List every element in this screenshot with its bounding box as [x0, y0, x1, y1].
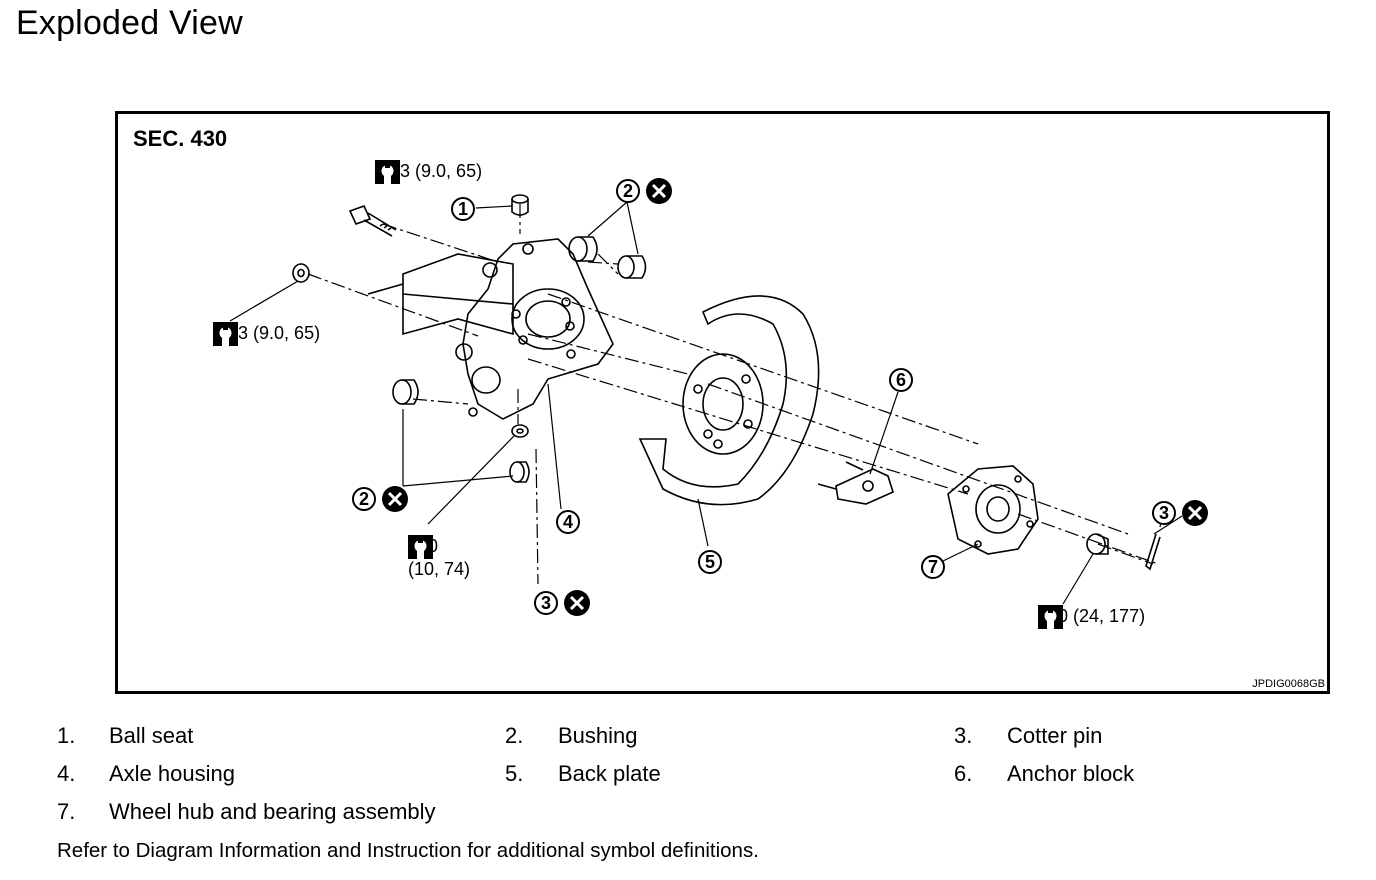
- legend-number: 6.: [954, 761, 973, 786]
- do-not-reuse-x-icon: [382, 486, 408, 512]
- nut-part: [292, 263, 310, 283]
- legend-number: 7.: [57, 799, 76, 824]
- torque-spec: 100 (10, 74): [408, 535, 470, 581]
- callout-2: 2: [352, 487, 376, 511]
- torque-spec: 88.3 (9.0, 65): [375, 160, 483, 184]
- replace-symbols: [382, 178, 1208, 616]
- leader-lines: [229, 201, 1183, 605]
- callout-7: 7: [921, 555, 945, 579]
- anchor-block-part: [817, 461, 894, 505]
- do-not-reuse-x-icon: [564, 590, 590, 616]
- legend-number: 5.: [505, 761, 524, 786]
- callout-layer: 1 2 2 3 3 4 5: [352, 178, 1208, 616]
- symbol-note: Refer to Diagram Information and Instruc…: [57, 839, 759, 862]
- torque-value: 88.3 (9.0, 65): [213, 323, 321, 343]
- bushing-part: [509, 461, 530, 483]
- legend-label: Back plate: [558, 761, 661, 786]
- hub-nut-part: [1086, 533, 1109, 555]
- bolt-part: [348, 205, 397, 237]
- do-not-reuse-x-icon: [1182, 500, 1208, 526]
- callout-label: 3: [1159, 503, 1169, 523]
- bushing-part: [617, 255, 647, 279]
- callout-3: 3: [1152, 501, 1176, 525]
- callout-6: 6: [889, 368, 913, 392]
- axle-housing-part: [455, 238, 614, 420]
- back-plate-part: [638, 295, 820, 506]
- callout-label: 3: [541, 593, 551, 613]
- assembly-axis-lines: [307, 204, 1159, 585]
- torque-wrench-icon: [408, 535, 433, 559]
- legend-number: 4.: [57, 761, 76, 786]
- bushing-part: [568, 236, 598, 262]
- wheel-hub-part: [947, 465, 1039, 555]
- diagram-frame: SEC. 430 JPDIG0068GB 88.3 (9.0, 65) 88.3…: [115, 111, 1330, 694]
- callout-label: 5: [705, 552, 715, 572]
- callout-1: 1: [451, 197, 475, 221]
- callout-5: 5: [698, 550, 722, 574]
- page-title: Exploded View: [16, 4, 243, 42]
- torque-wrench-icon: [375, 160, 400, 184]
- torque-wrench-icon: [213, 322, 238, 346]
- torque-value: (10, 74): [408, 559, 471, 579]
- exploded-diagram: [229, 194, 1183, 605]
- callout-label: 4: [563, 512, 573, 532]
- figure-id: JPDIG0068GB: [1252, 678, 1325, 690]
- bushing-part: [392, 379, 419, 405]
- callout-4: 4: [556, 510, 580, 534]
- torque-spec: 240 (24, 177): [1038, 605, 1146, 629]
- legend-number: 3.: [954, 723, 973, 748]
- callout-label: 2: [359, 489, 369, 509]
- callout-2: 2: [616, 179, 640, 203]
- torque-spec: 88.3 (9.0, 65): [213, 322, 321, 346]
- ball-seat-part: [511, 194, 529, 216]
- callout-label: 6: [896, 370, 906, 390]
- callout-label: 1: [458, 199, 468, 219]
- legend-label: Bushing: [558, 723, 638, 748]
- do-not-reuse-x-icon: [646, 178, 672, 204]
- axle-beam: [367, 253, 514, 336]
- cotter-pin-part: [1145, 533, 1161, 571]
- legend-number: 2.: [505, 723, 524, 748]
- callout-label: 2: [623, 181, 633, 201]
- legend-label: Cotter pin: [1007, 723, 1103, 748]
- legend-number: 1.: [57, 723, 76, 748]
- torque-wrench-icon: [1038, 605, 1063, 629]
- legend-label: Axle housing: [109, 761, 235, 786]
- section-label: SEC. 430: [133, 126, 228, 151]
- legend-label: Anchor block: [1007, 761, 1135, 786]
- callout-label: 7: [928, 557, 938, 577]
- washer-part: [511, 424, 529, 438]
- legend-label: Ball seat: [109, 723, 194, 748]
- torque-value: 240 (24, 177): [1038, 606, 1146, 626]
- torque-value: 88.3 (9.0, 65): [375, 161, 483, 181]
- legend-label: Wheel hub and bearing assembly: [109, 799, 436, 824]
- callout-3: 3: [534, 591, 558, 615]
